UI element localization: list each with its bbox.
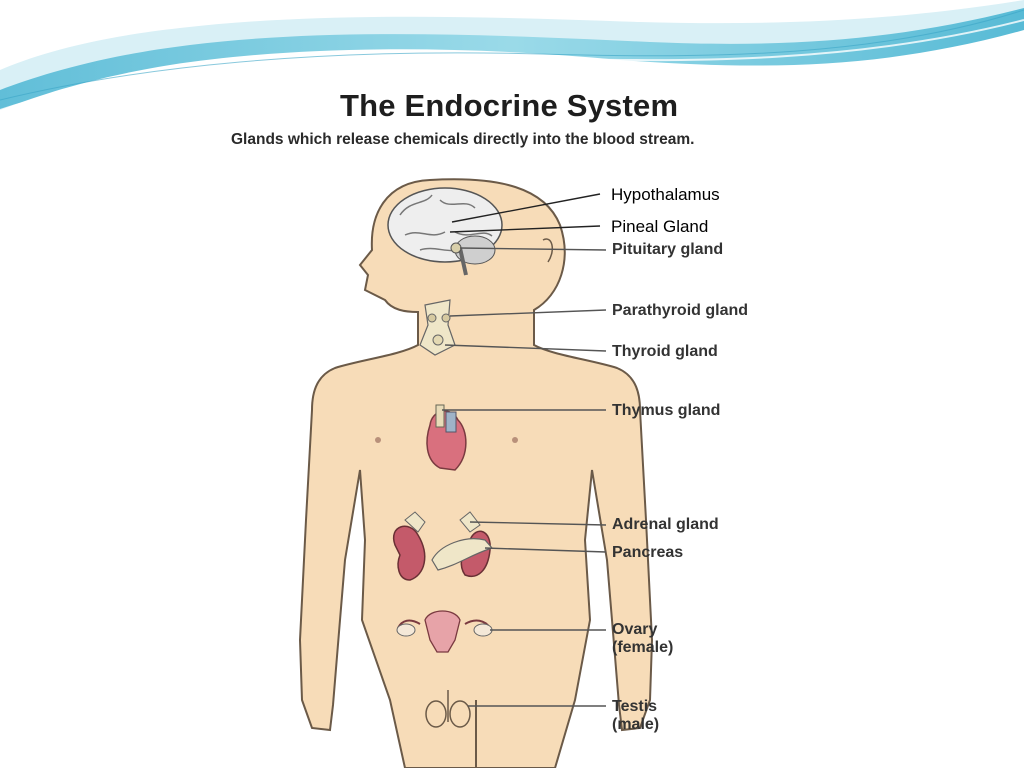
label-ovary: Ovary: [612, 621, 658, 638]
label-testis: Testis: [612, 698, 658, 715]
testis-icon: [425, 690, 471, 728]
leader-hypothalamus: [451, 193, 601, 223]
page-subtitle: Glands which release chemicals directly …: [231, 131, 695, 148]
page-title: The Endocrine System: [340, 88, 679, 123]
label-testis-male: (male): [612, 716, 660, 733]
ovary-icon: [396, 610, 493, 653]
body-silhouette: [298, 178, 654, 768]
leader-pineal: [449, 225, 601, 233]
nipple-left: [375, 437, 381, 443]
label-pancreas: Pancreas: [612, 544, 684, 561]
nipple-right: [512, 437, 518, 443]
leader-pituitary: [459, 247, 607, 251]
label-thyroid-gland: Thyroid gland: [612, 343, 718, 360]
label-parathyroid-gland: Parathyroid gland: [612, 302, 749, 319]
brain-icon: [387, 187, 503, 276]
thyroid-icon: [419, 299, 456, 356]
leader-pancreas: [484, 547, 607, 553]
pituitary-icon: [450, 242, 462, 254]
heart-icon: [426, 404, 467, 471]
leader-adrenal: [469, 521, 607, 526]
label-thymus-gland: Thymus gland: [612, 402, 721, 419]
thymus-icon: [435, 404, 445, 428]
leader-thyroid: [444, 344, 607, 352]
pancreas-icon: [431, 538, 494, 571]
label-adrenal-gland: Adrenal gland: [612, 516, 719, 533]
ear-outline: [542, 238, 554, 263]
label-hypothalamus: Hypothalamus: [611, 185, 720, 204]
kidney-left-icon: [392, 511, 426, 581]
label-ovary-female: (female): [612, 639, 674, 656]
leader-lines: [442, 193, 607, 707]
label-pituitary-gland: Pituitary gland: [612, 241, 724, 258]
leader-parathyroid: [449, 309, 607, 317]
label-pineal-gland: Pineal Gland: [611, 217, 709, 236]
